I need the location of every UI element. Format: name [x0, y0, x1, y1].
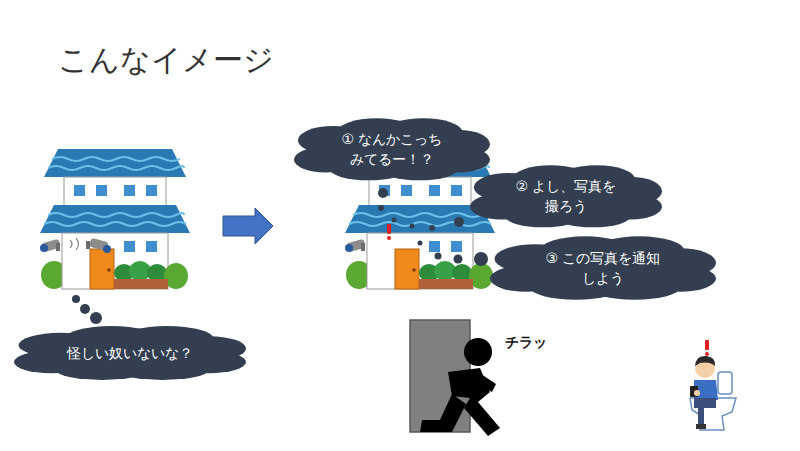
thought-cloud-box: ③ この写真を通知 しよう: [490, 235, 716, 301]
sound-effect-label: チラッ: [505, 334, 547, 352]
thought-cloud: [490, 235, 716, 301]
thought-cloud-box: ② よし、写真を 撮ろう: [470, 164, 662, 229]
cloud-text: 怪しい奴いないな？: [67, 343, 193, 363]
cloud-text: ③ この写真を通知 しよう: [533, 248, 673, 289]
cloud-text: ② よし、写真を 撮ろう: [504, 176, 629, 217]
slide-title: こんなイメージ: [58, 40, 274, 81]
thought-cloud: [470, 164, 662, 229]
thought-cloud-box: 怪しい奴いないな？: [14, 325, 246, 381]
thought-cloud: [294, 117, 490, 182]
thought-cloud-box: ① なんかこっち みてるー！？: [294, 117, 490, 182]
cloud-text: ① なんかこっち みてるー！？: [327, 129, 457, 170]
